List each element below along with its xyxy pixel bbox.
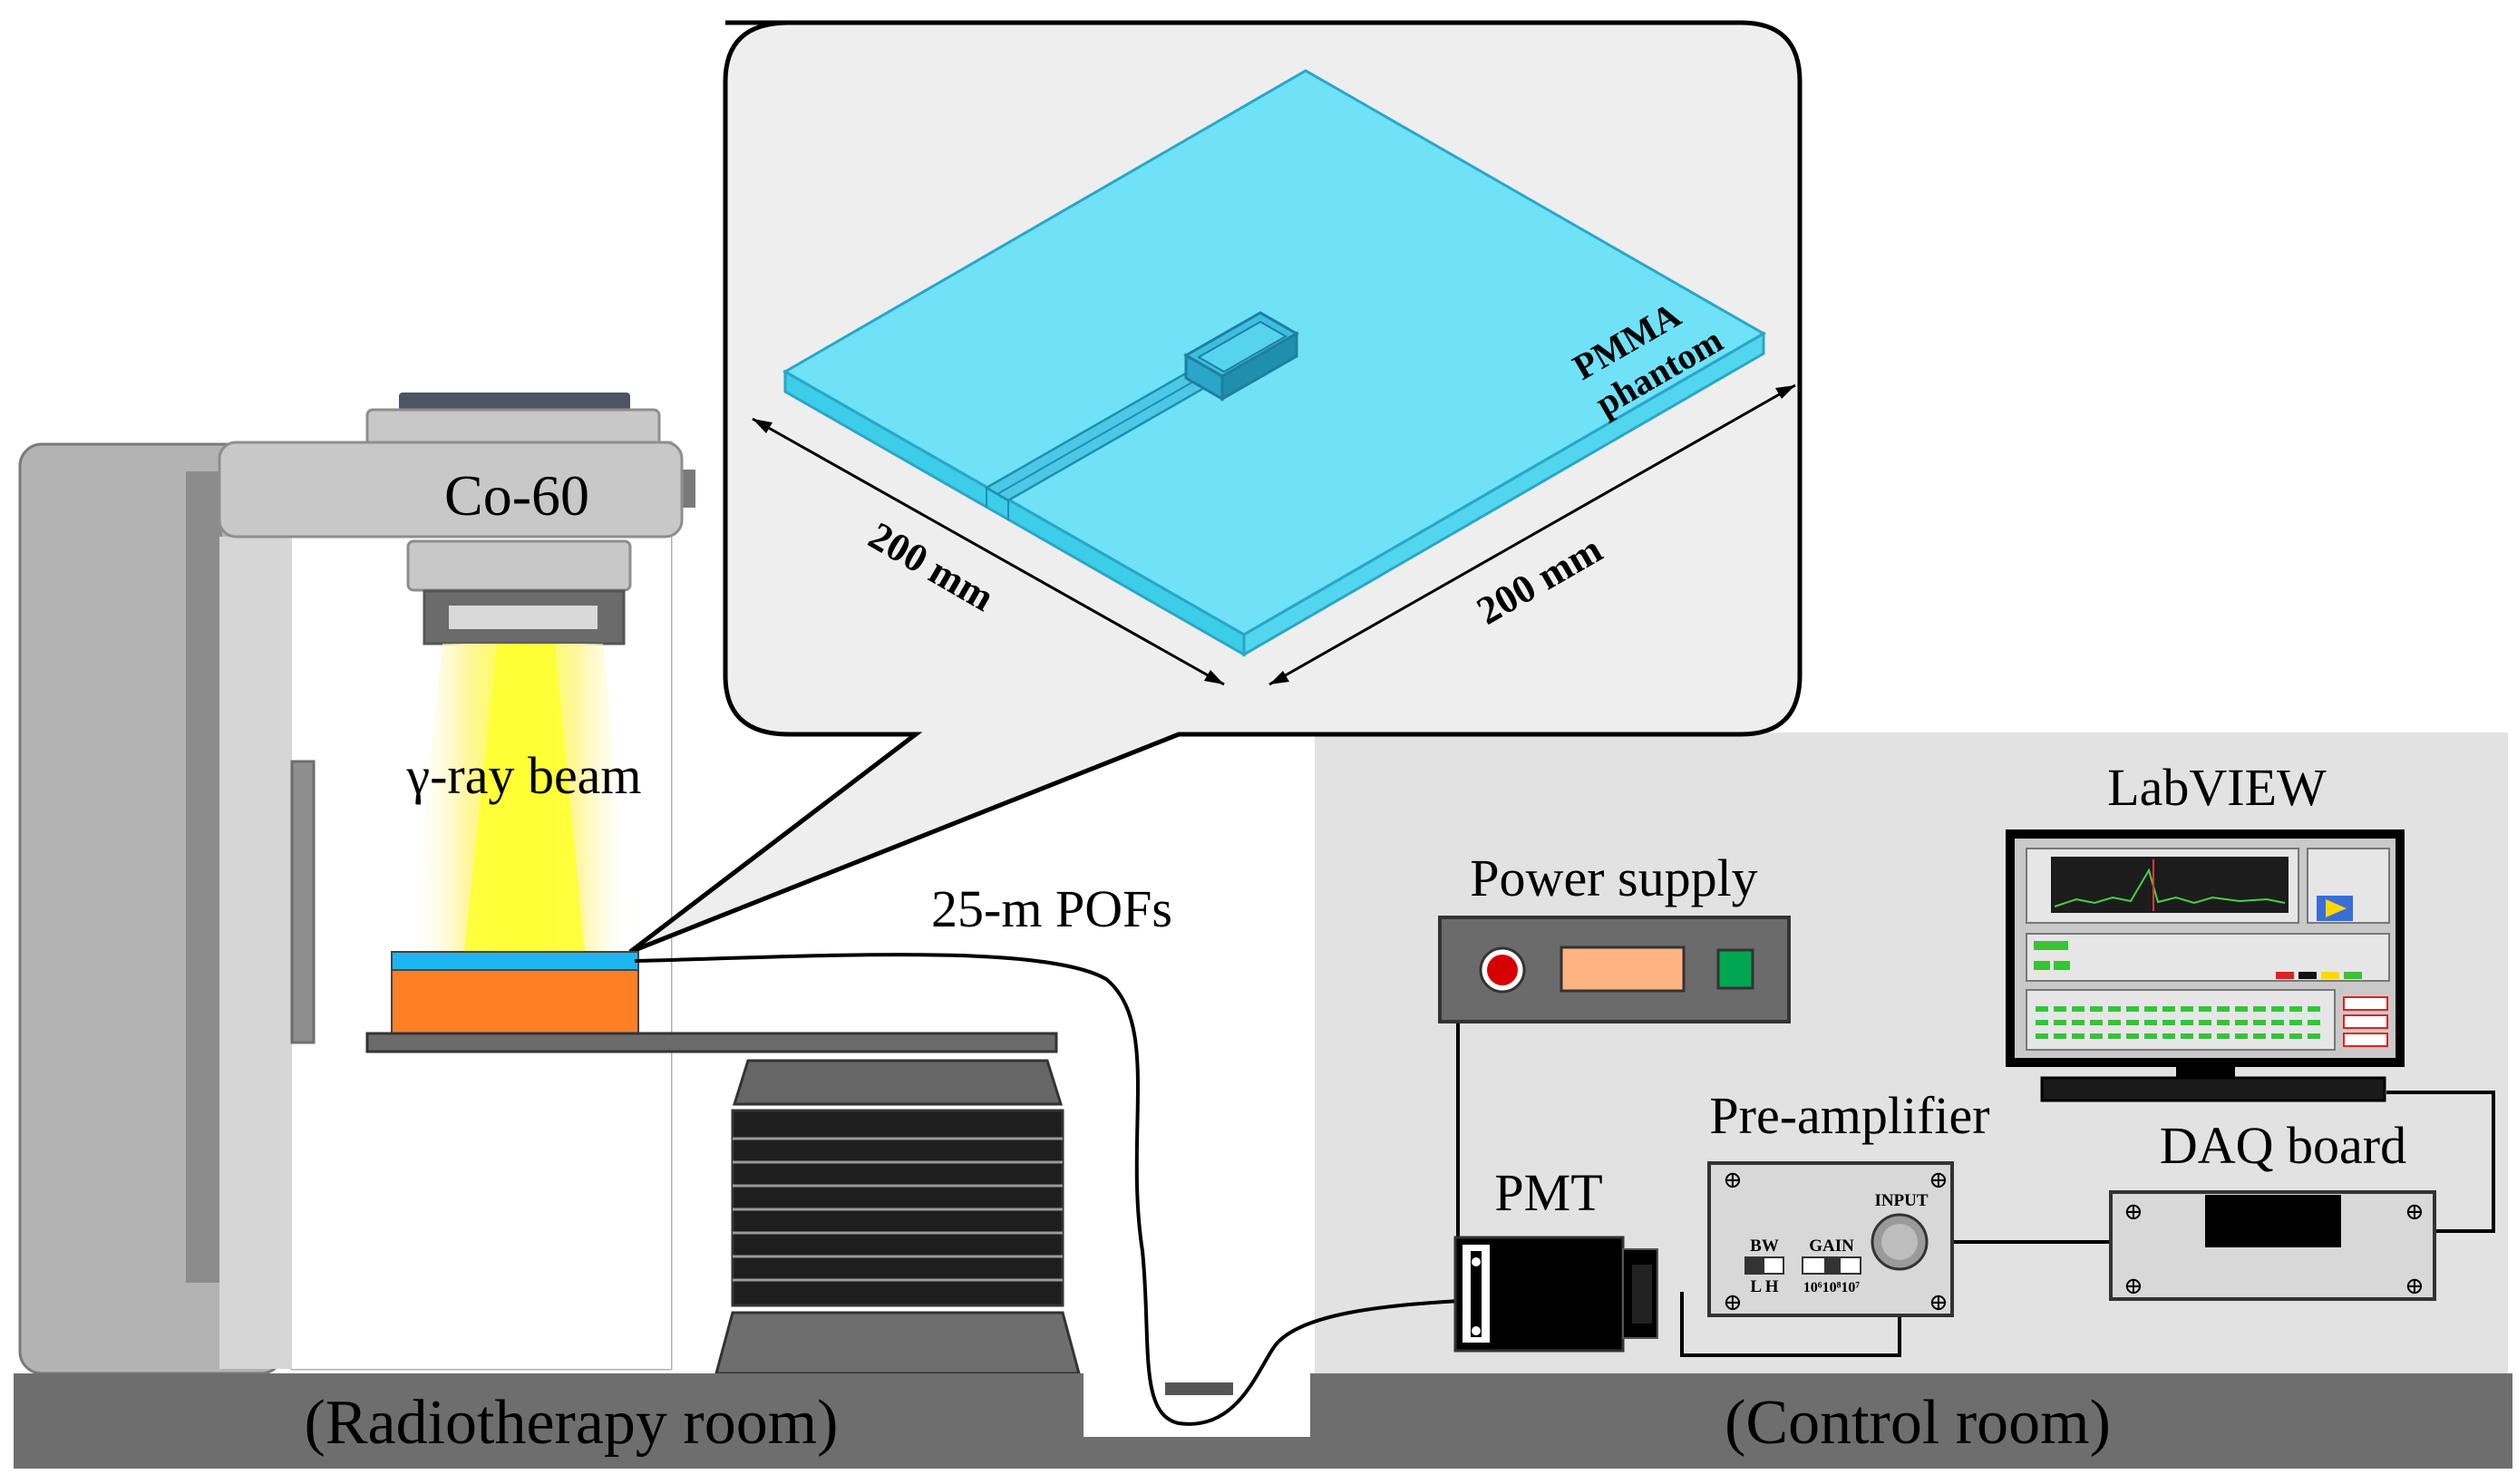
preamplifier: ⊕ ⊕ ⊕ ⊕ INPUT BW GAIN L H 10⁶10⁸10⁷ xyxy=(1707,1161,1954,1317)
svg-text:⊕: ⊕ xyxy=(2123,1198,2143,1225)
preamp-gain-label: GAIN xyxy=(1809,1237,1854,1256)
preamp-input-label: INPUT xyxy=(1874,1191,1928,1210)
treatment-couch xyxy=(365,1032,1081,1375)
cobalt-source-head: Co-60 xyxy=(218,393,695,645)
room-label-right: (Control room) xyxy=(1725,1388,2111,1458)
svg-text:⊕: ⊕ xyxy=(2405,1198,2425,1225)
power-supply-label: Power supply xyxy=(1470,849,1757,907)
preamp-bw-label: BW xyxy=(1750,1237,1779,1256)
daq-board: ⊕ ⊕ ⊕ ⊕ xyxy=(2109,1190,2436,1301)
floors xyxy=(14,1373,2512,1469)
detector-cavity xyxy=(1182,311,1300,402)
beam-label: γ-ray beam xyxy=(405,746,641,805)
pmt-device xyxy=(1453,1236,1658,1353)
room-label-left: (Radiotherapy room) xyxy=(305,1388,839,1458)
preamp-gain-values: 10⁶10⁸10⁷ xyxy=(1803,1280,1861,1295)
source-label: Co-60 xyxy=(444,463,589,528)
svg-text:⊕: ⊕ xyxy=(1929,1289,1948,1315)
phantom-on-couch xyxy=(391,951,639,1034)
fiber-label: 25-m POFs xyxy=(931,879,1172,938)
power-supply xyxy=(1438,916,1791,1023)
svg-text:⊕: ⊕ xyxy=(1723,1167,1743,1193)
daq-label: DAQ board xyxy=(2160,1116,2406,1175)
svg-text:⊕: ⊕ xyxy=(1929,1167,1948,1193)
svg-text:⊕: ⊕ xyxy=(2405,1273,2425,1299)
svg-text:⊕: ⊕ xyxy=(2123,1273,2143,1299)
dimension-arrows xyxy=(752,383,1796,686)
gamma-ray-beam: γ-ray beam xyxy=(405,644,642,952)
labview-label: LabVIEW xyxy=(2107,758,2327,817)
labview-monitor xyxy=(2006,829,2405,1102)
pmt-label: PMT xyxy=(1494,1163,1602,1222)
optical-fiber xyxy=(634,953,1461,1426)
preamp-label: Pre-amplifier xyxy=(1709,1086,1989,1145)
svg-text:⊕: ⊕ xyxy=(1723,1289,1743,1315)
preamp-lh-label: L H xyxy=(1750,1277,1778,1296)
